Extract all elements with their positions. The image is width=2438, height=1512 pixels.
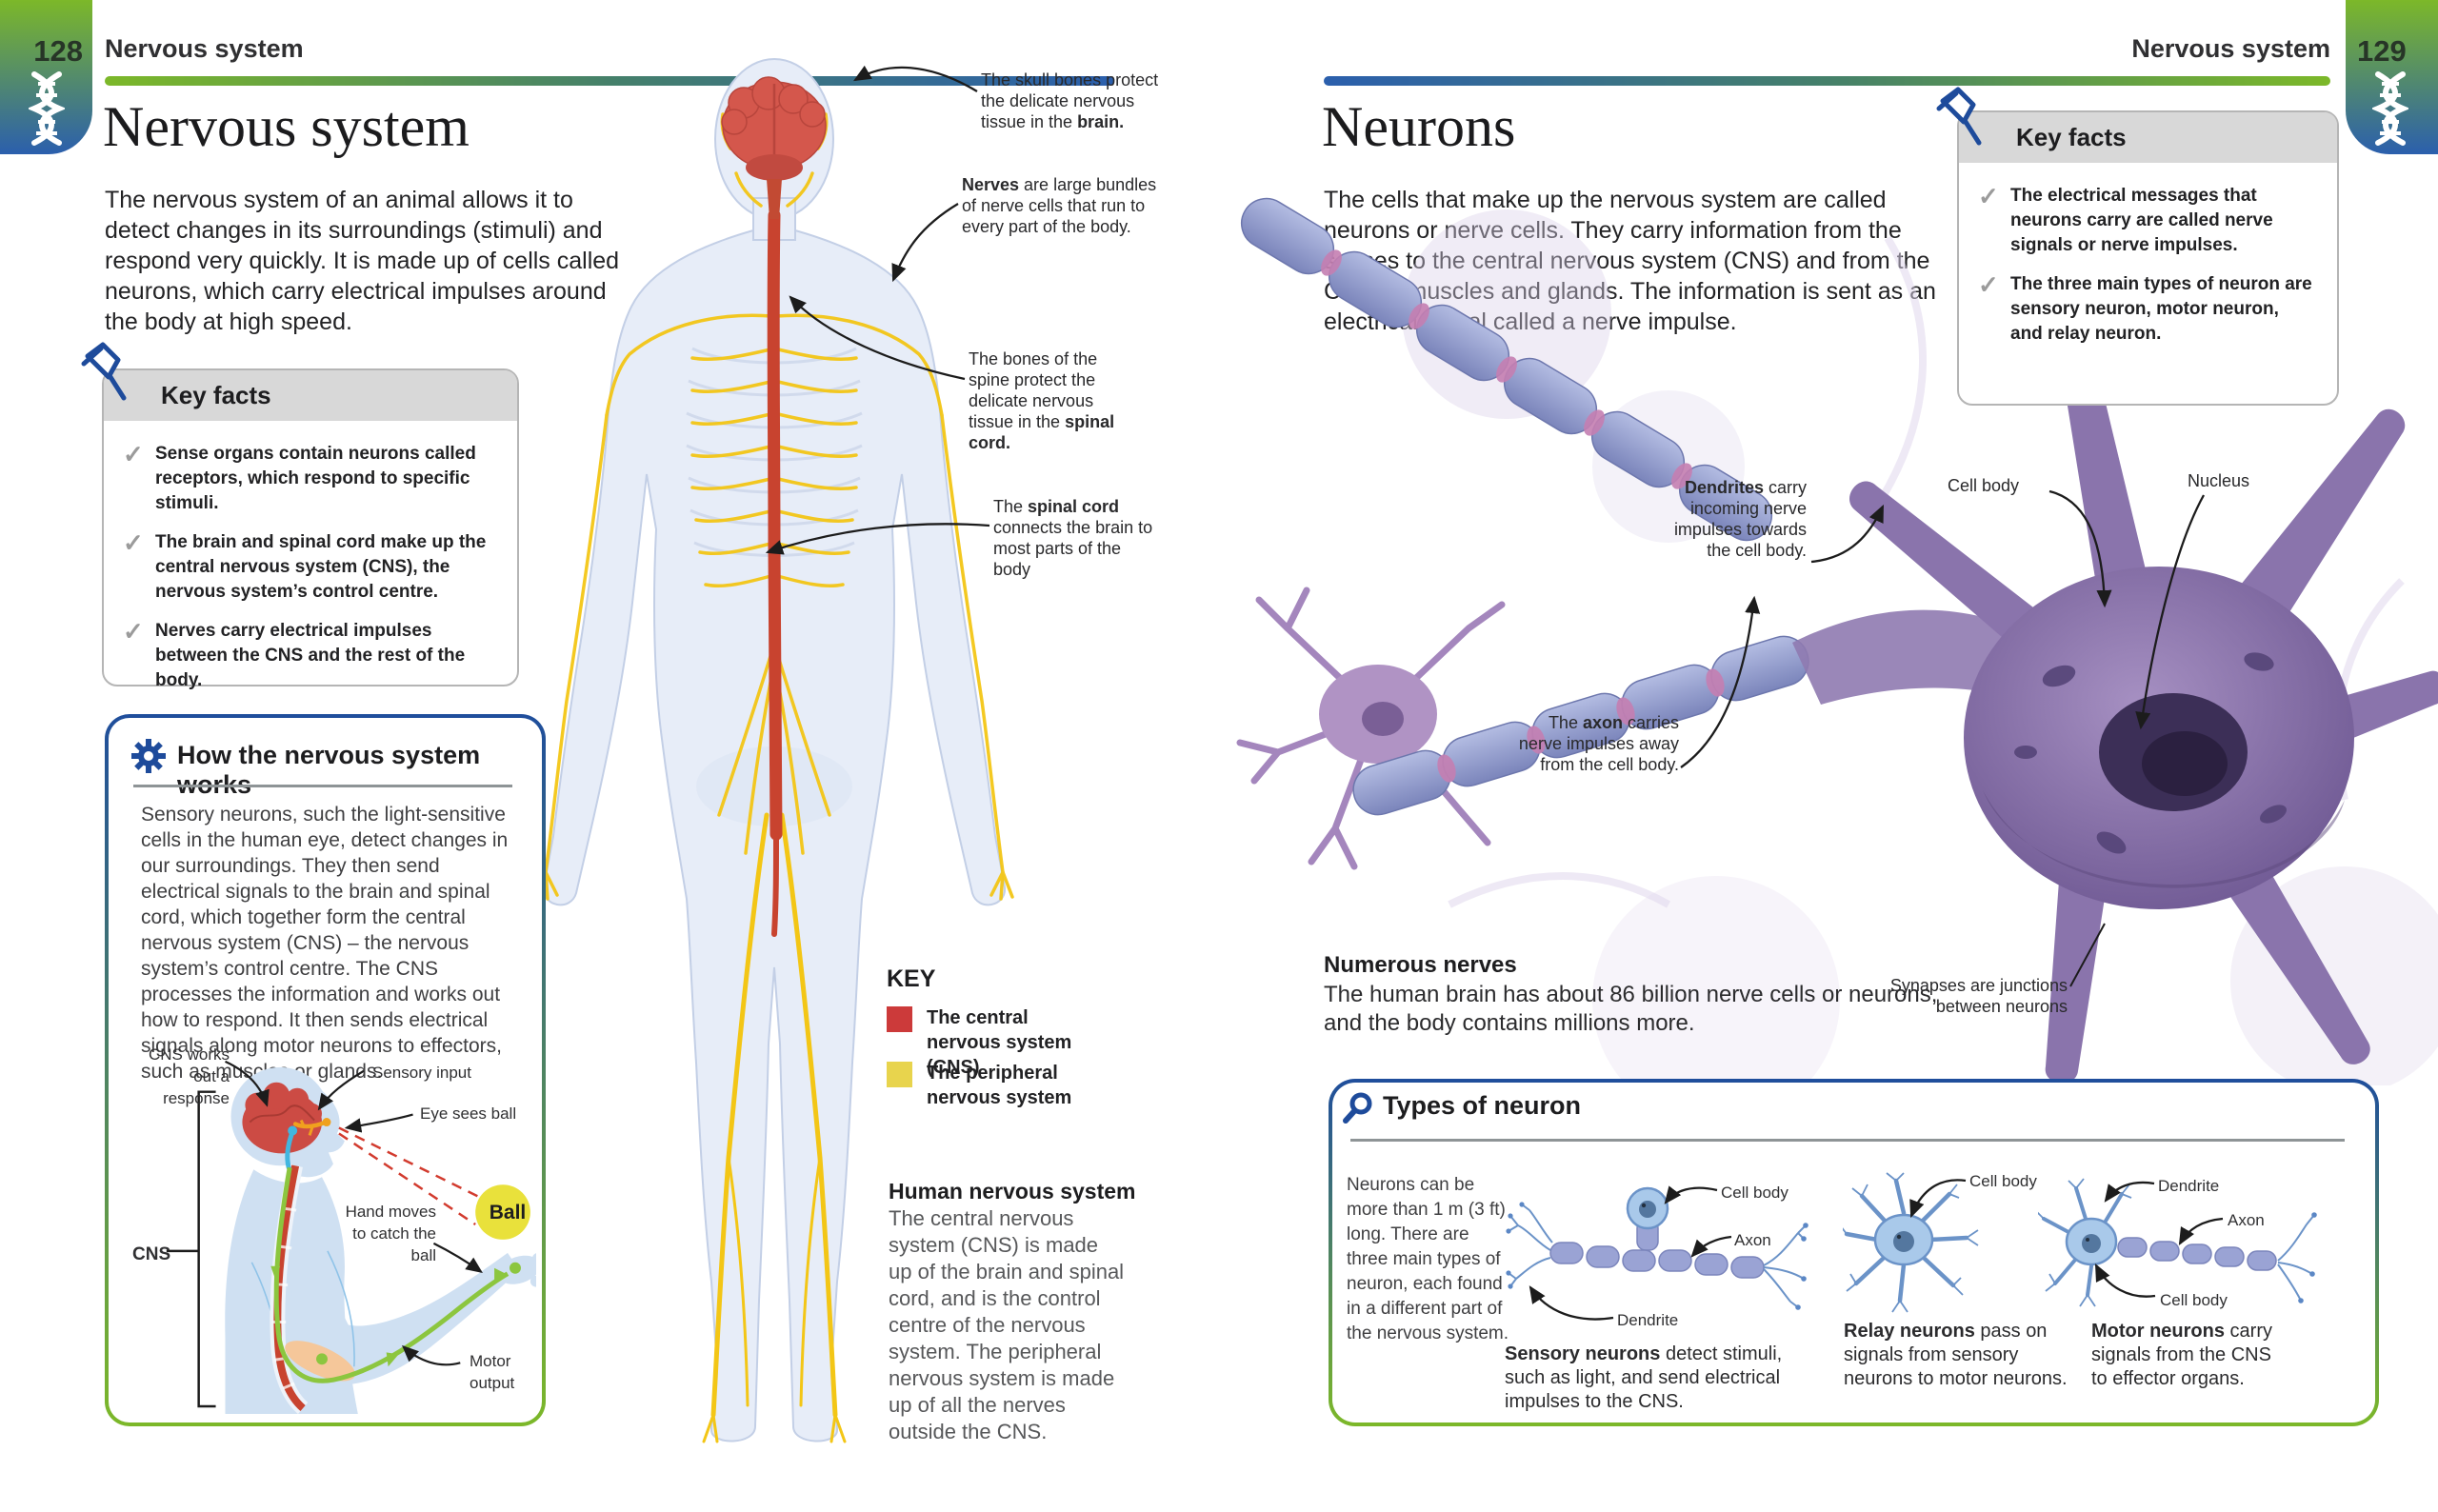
motor-axon-label: Axon — [2228, 1211, 2265, 1229]
motor-cell-body-label: Cell body — [2160, 1291, 2228, 1309]
numerous-nerves-title: Numerous nerves — [1324, 952, 1517, 978]
label-sensory-input: Sensory input — [372, 1064, 471, 1082]
pushpin-icon — [1936, 87, 1982, 146]
check-icon — [123, 530, 155, 605]
annotation-dendrites: Dendrites carry incoming nerve impulses … — [1673, 478, 1807, 560]
label-hand-moves: Hand moves to catch the ball — [345, 1203, 436, 1264]
dna-icon — [2372, 71, 2408, 146]
gear-icon — [131, 739, 166, 773]
relay-neuron-diagram — [1843, 1172, 1979, 1313]
header-bar-right — [1324, 76, 2330, 86]
page-title-left: Nervous system — [103, 95, 470, 158]
body-caption-text: The central nervous system (CNS) is made… — [889, 1206, 1125, 1443]
annotation-nucleus: Nucleus — [2188, 471, 2250, 490]
page-tab-right: 129 — [2346, 0, 2438, 154]
label-cns-works: CNS works out a response — [148, 1045, 230, 1107]
magnifier-icon — [1343, 1092, 1372, 1124]
key-fact-item: Nerves carry electrical impulses between… — [123, 619, 494, 693]
label-motor-output: Motor output — [470, 1352, 515, 1392]
reflex-diagram — [166, 1060, 536, 1414]
types-box-title: Types of neuron — [1383, 1091, 1582, 1120]
annotation-spinal-cord: The spinal cord connects the brain to mo… — [993, 497, 1153, 579]
key-swatch-pns — [887, 1062, 912, 1087]
key-label-pns: The peripheral nervous system — [927, 1063, 1072, 1108]
annotation-synapses: Synapses are junctions between neurons — [1889, 976, 2068, 1016]
section-header-right: Nervous system — [2131, 34, 2330, 63]
check-icon — [123, 442, 155, 516]
key-facts-box-right: Key facts The electrical messages that n… — [1957, 110, 2339, 406]
dna-icon — [29, 71, 65, 146]
types-box-text: Neurons can be more than 1 m (3 ft) long… — [1347, 1175, 1509, 1343]
sensory-axon-label: Axon — [1734, 1231, 1771, 1249]
sensory-caption: Sensory neurons detect stimuli, such as … — [1505, 1343, 1783, 1412]
key-fact-item: The brain and spinal cord make up the ce… — [123, 530, 494, 605]
motor-caption: Motor neurons carry signals from the CNS… — [2091, 1321, 2272, 1389]
key-fact-item: The three main types of neuron are senso… — [1978, 272, 2314, 347]
label-eye-sees-ball: Eye sees ball — [420, 1104, 517, 1123]
label-cns: CNS — [132, 1244, 171, 1264]
annotation-axon: The axon carries nerve impulses away fro… — [1518, 713, 1679, 774]
how-box-title: How the nervous system works — [177, 741, 481, 799]
annotation-skull: The skull bones protect the delicate ner… — [981, 70, 1159, 131]
key-facts-box-left: Key facts Sense organs contain neurons c… — [102, 368, 519, 690]
relay-cell-body-label: Cell body — [1969, 1172, 2037, 1190]
sensory-dendrite-label: Dendrite — [1617, 1311, 1679, 1329]
annotation-cell-body: Cell body — [1948, 476, 2020, 495]
key-fact-item: The electrical messages that neurons car… — [1978, 184, 2314, 258]
pushpin-icon — [81, 342, 127, 401]
divider — [133, 785, 512, 787]
page-number-right: 129 — [2357, 34, 2407, 68]
intro-right: The cells that make up the nervous syste… — [1324, 187, 1936, 335]
check-icon — [1978, 272, 2010, 347]
section-header-left: Nervous system — [105, 34, 304, 63]
divider — [1350, 1139, 2345, 1142]
page-tab-left: 128 — [0, 0, 92, 154]
motor-neuron-diagram — [2038, 1178, 2317, 1307]
sensory-neuron-diagram — [1506, 1186, 1809, 1310]
sensory-cell-body-label: Cell body — [1721, 1184, 1789, 1202]
page-number-left: 128 — [33, 34, 83, 68]
how-box-body: Sensory neurons, such the light-sensitiv… — [141, 804, 509, 1083]
annotation-spine: The bones of the spine protect the delic… — [969, 349, 1115, 452]
key-swatch-cns — [887, 1006, 912, 1032]
page-title-right: Neurons — [1322, 95, 1516, 158]
key-label-cns: The central nervous system (CNS) — [927, 1007, 1072, 1078]
check-icon — [123, 619, 155, 693]
key-facts-title-left: Key facts — [104, 370, 517, 421]
intro-left: The nervous system of an animal allows i… — [105, 187, 620, 335]
relay-caption: Relay neurons pass on signals from senso… — [1844, 1321, 2068, 1389]
numerous-nerves-text: The human brain has about 86 billion ner… — [1324, 982, 1938, 1036]
header-bar-left — [105, 76, 1114, 86]
check-icon — [1978, 184, 2010, 258]
annotation-nerves: Nerves are large bundles of nerve cells … — [962, 175, 1157, 236]
key-legend-title: KEY — [887, 965, 936, 992]
label-ball: Ball — [489, 1202, 527, 1224]
key-fact-item: Sense organs contain neurons called rece… — [123, 442, 494, 516]
body-caption-title: Human nervous system — [889, 1179, 1136, 1204]
key-facts-title-right: Key facts — [1959, 112, 2337, 163]
motor-dendrite-label: Dendrite — [2158, 1177, 2220, 1195]
